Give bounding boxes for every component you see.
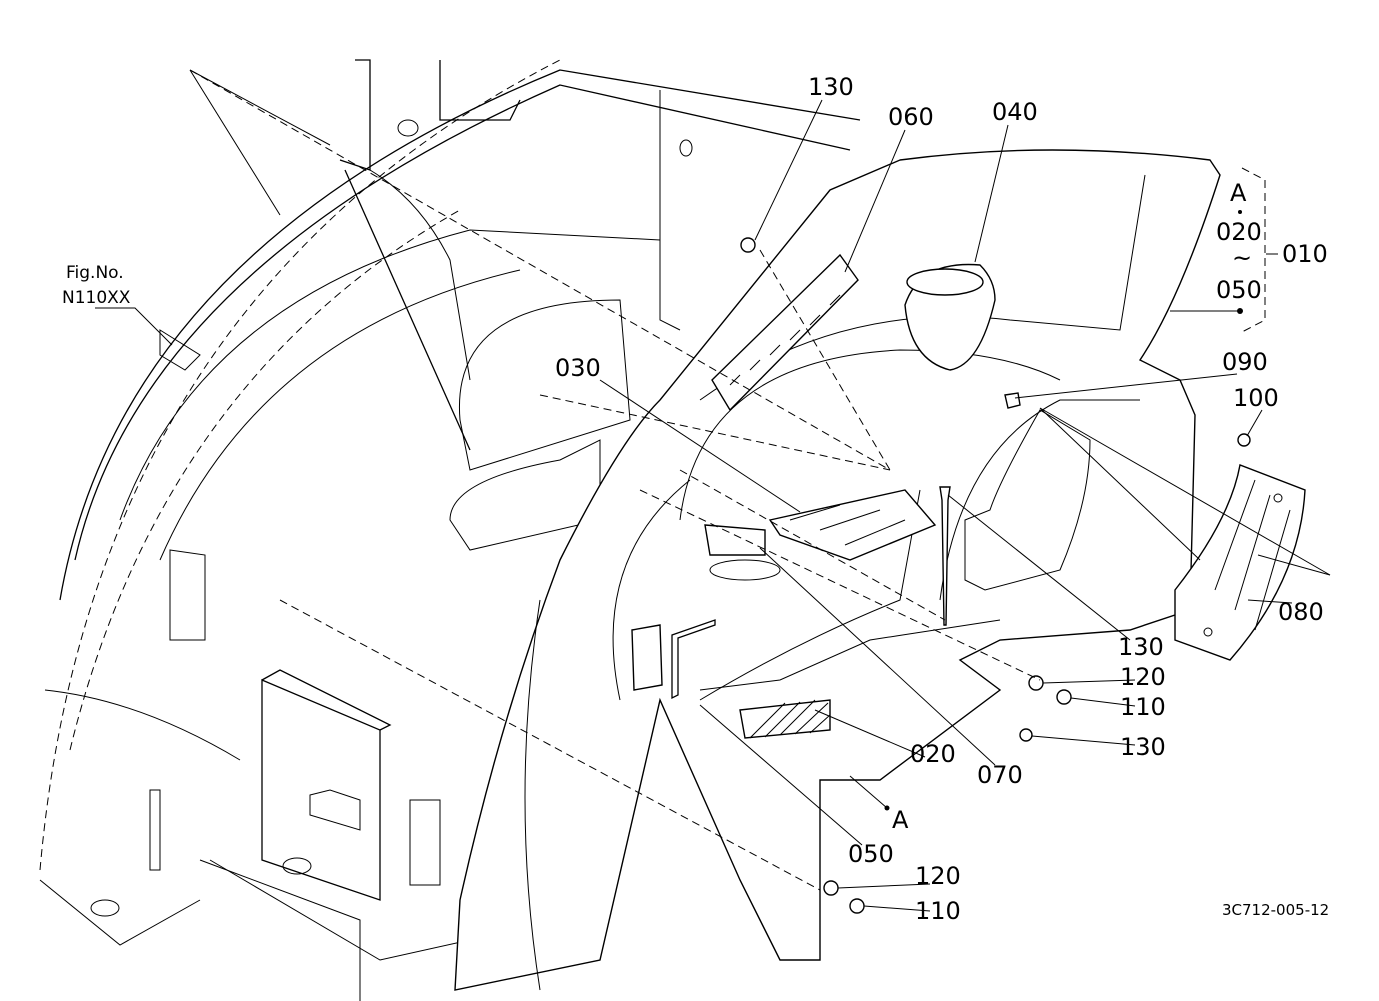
- callout-080: 080: [1278, 598, 1324, 626]
- callout-120: 120: [1120, 663, 1166, 691]
- washer-120: [1028, 675, 1044, 691]
- part-070-pad: [704, 524, 766, 556]
- bolt-110: [1056, 689, 1072, 705]
- callout-090: 090: [1222, 348, 1268, 376]
- leader-lines: [95, 99, 1331, 912]
- part-090-inner-panel: [964, 409, 1091, 591]
- callout-130: 130: [808, 73, 854, 101]
- cab-frame: [39, 59, 861, 1001]
- bolt-110: [849, 898, 865, 914]
- callout-040: 040: [992, 98, 1038, 126]
- callout-050: 050: [848, 840, 894, 868]
- bolt-130: [939, 486, 951, 626]
- callout-120: 120: [915, 862, 961, 890]
- callout-060: 060: [888, 103, 934, 131]
- part-060-grille: [711, 253, 859, 412]
- part-050-plate: [631, 624, 663, 691]
- callout-130: 130: [1120, 733, 1166, 761]
- callout-030: 030: [555, 354, 601, 382]
- clip-090: [1004, 392, 1021, 409]
- bolt-130: [740, 237, 756, 253]
- callout-110: 110: [915, 897, 961, 925]
- part-030-tray: [768, 489, 937, 561]
- callout-100: 100: [1233, 384, 1279, 412]
- assembly-lines: [189, 69, 1041, 891]
- group-ref-a: A: [1230, 179, 1247, 207]
- callout-110: 110: [1120, 693, 1166, 721]
- fig-no-value: N110XX: [62, 288, 131, 308]
- bolt-100: [1237, 433, 1251, 447]
- callout-020: 020: [910, 740, 956, 768]
- part-080-side-panel: [1174, 464, 1306, 661]
- drawing-code: 3C712-005-12: [1222, 901, 1329, 919]
- fasteners: [740, 237, 1251, 914]
- callout-130: 130: [1118, 633, 1164, 661]
- group-to: 050: [1216, 276, 1262, 304]
- group-from: 020: [1216, 218, 1262, 246]
- bolt-130: [1019, 728, 1033, 742]
- callout-010: 010: [1282, 240, 1328, 268]
- group-tilde: ~: [1232, 244, 1252, 272]
- callout-070: 070: [977, 761, 1023, 789]
- fig-no-label: Fig.No.: [66, 263, 124, 283]
- callout-a: A: [892, 806, 909, 834]
- fender-panel-assembly: [454, 149, 1221, 991]
- part-020-label: [739, 699, 831, 739]
- washer-120: [823, 880, 839, 896]
